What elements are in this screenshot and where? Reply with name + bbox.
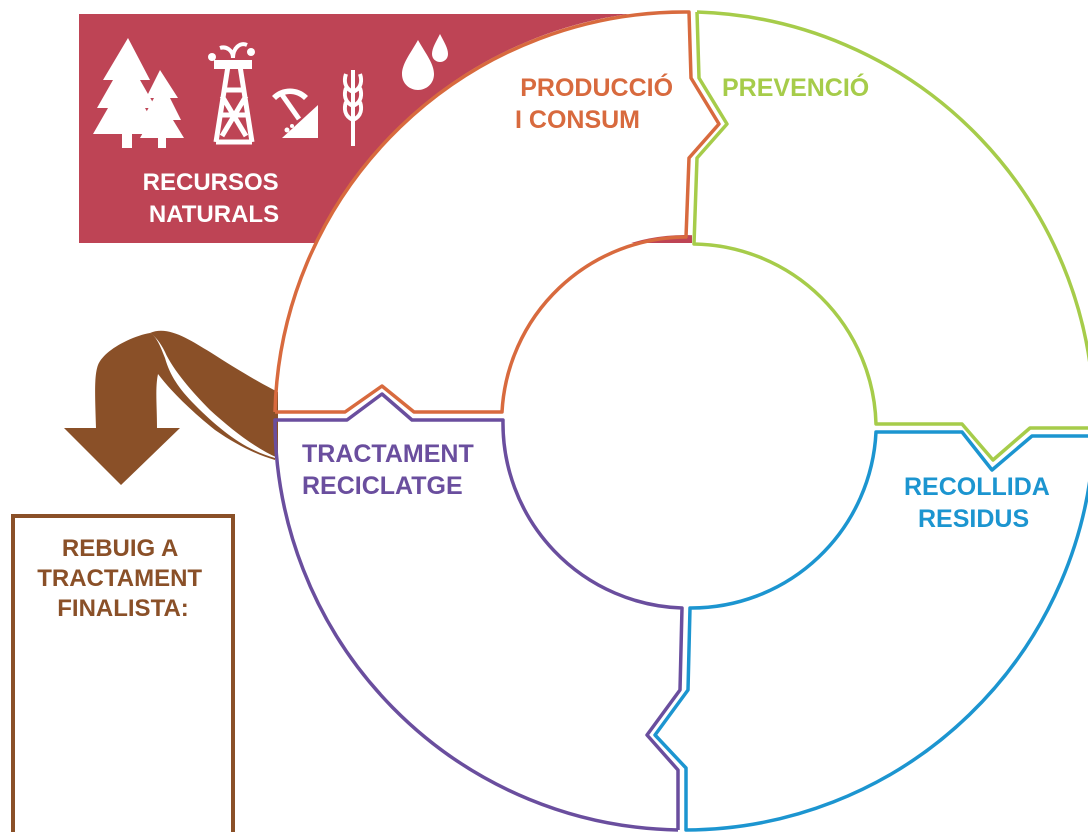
- sector-production-outline: [273, 10, 721, 414]
- collection-label: RECOLLIDA RESIDUS: [904, 473, 1056, 533]
- production-label: PRODUCCIÓ I CONSUM: [515, 72, 680, 134]
- arrow-shaft: [64, 333, 275, 485]
- oil-derrick-icon: [208, 42, 255, 145]
- trees-icon: [93, 38, 184, 148]
- rejection-label: REBUIG A TRACTAMENT FINALISTA:: [37, 535, 209, 622]
- treatment-label: TRACTAMENT RECICLATGE: [302, 440, 481, 500]
- water-drops-icon: [402, 34, 448, 90]
- sector-prevention-outline: [692, 10, 1088, 462]
- ring-background: [275, 10, 1088, 830]
- arrow-top-lobe: [150, 330, 278, 458]
- mining-icon: [272, 88, 318, 138]
- sector-collection-outline: [653, 430, 1088, 832]
- wheat-icon: [342, 70, 364, 146]
- rejection-flow-arrow: [64, 330, 278, 485]
- prevention-label: PREVENCIÓ: [722, 72, 869, 102]
- natural-resources-label: RECURSOS NATURALS: [143, 169, 286, 228]
- rejection-box: [11, 514, 235, 832]
- sector-treatment-outline: [273, 392, 684, 832]
